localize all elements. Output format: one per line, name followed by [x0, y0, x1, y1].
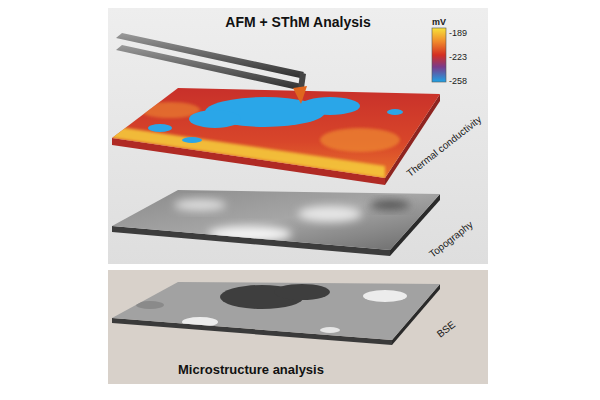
label-anchor: -223: [449, 46, 467, 64]
topography-layer: [112, 190, 440, 256]
color-bar: [432, 28, 446, 82]
cantilever-probe: [116, 33, 307, 104]
panel: Microstructure analysis: [108, 270, 488, 384]
label-anchor: -258: [449, 70, 467, 88]
label-anchor: mV: [432, 11, 446, 29]
unit-label: mV: [432, 17, 446, 27]
top-panel: [108, 8, 488, 264]
panel: AFM + SThM Analysis: [108, 8, 488, 264]
thermal-layer: [112, 88, 440, 185]
scale-value: -258: [449, 76, 467, 86]
panel-heading: AFM + SThM Analysis: [225, 14, 370, 30]
bse-layer: [112, 282, 440, 345]
scale-value: -189: [449, 28, 467, 38]
bottom-panel: [108, 270, 488, 384]
panel-heading: Microstructure analysis: [178, 362, 324, 377]
label-anchor: -189: [449, 22, 467, 40]
scale-value: -223: [449, 52, 467, 62]
